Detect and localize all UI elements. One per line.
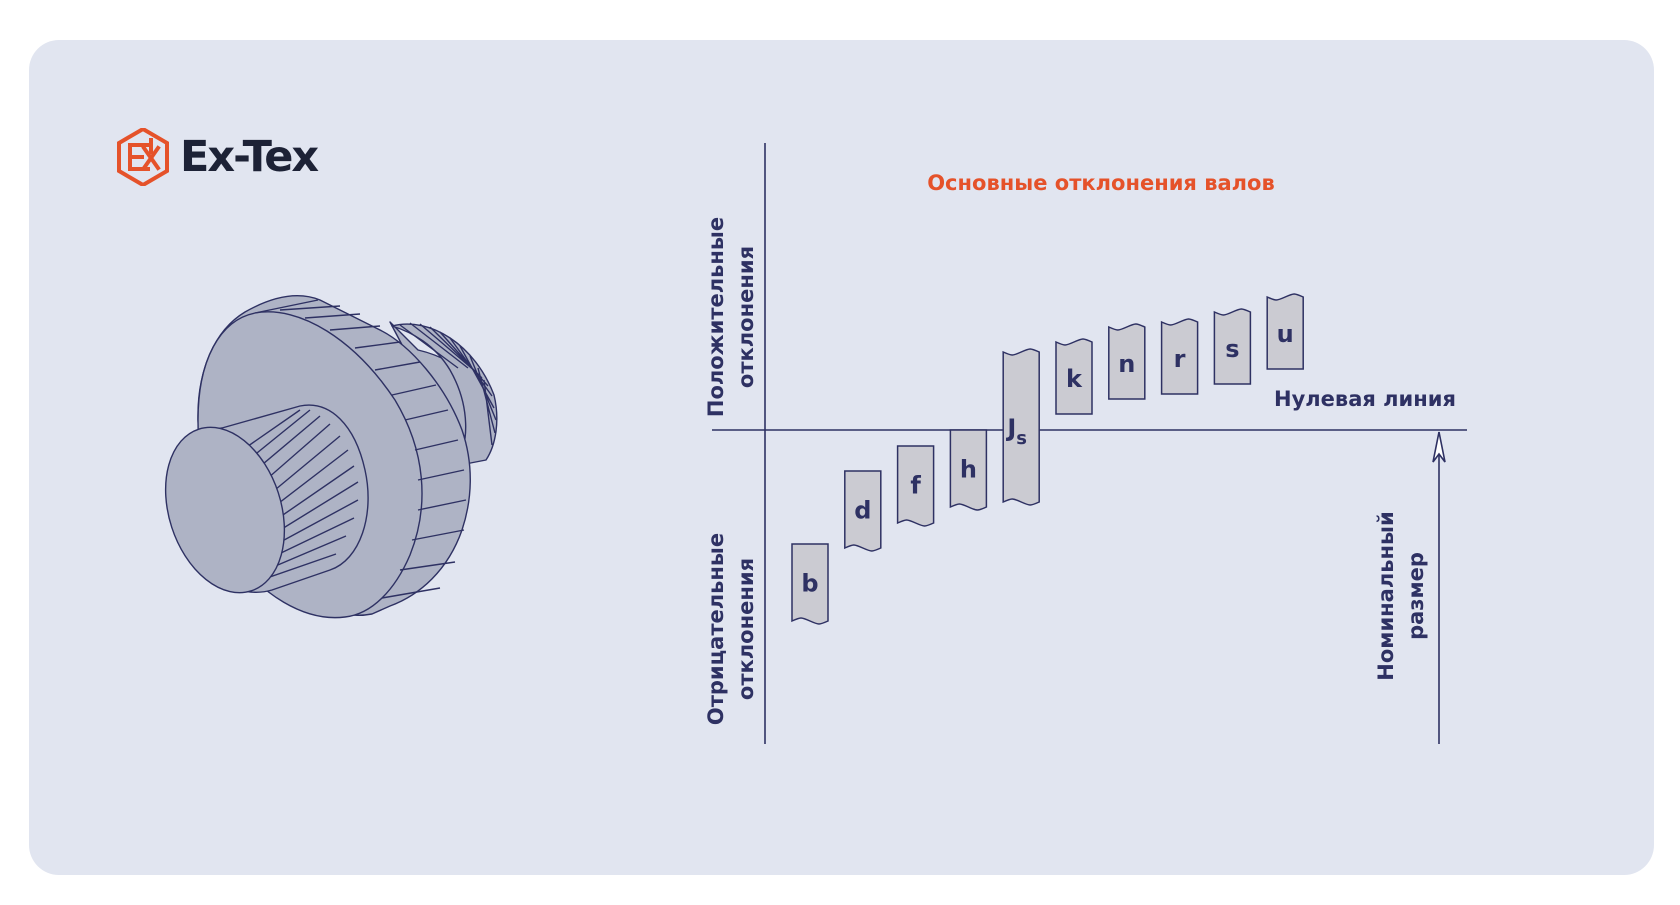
- tolerance-field-label-b: b: [801, 570, 818, 598]
- tolerance-field-r: [1160, 318, 1199, 395]
- tolerance-field-label-h: h: [960, 456, 977, 484]
- tolerance-field-k: [1055, 338, 1093, 415]
- svg-text:отклонения: отклонения: [734, 246, 758, 388]
- svg-text:Положительные: Положительные: [704, 217, 728, 417]
- nominal-size-arrowhead: [1432, 431, 1446, 463]
- tolerance-field-d: [844, 470, 882, 552]
- tolerance-field-label-f: f: [910, 472, 921, 500]
- tolerance-field-h: [949, 429, 988, 511]
- shaft-front-cylinder: [164, 404, 369, 594]
- brand-logo-icon: [117, 128, 169, 186]
- positive-deviations-label: Положительные отклонения: [704, 217, 758, 417]
- svg-text:Номинальный: Номинальный: [1374, 511, 1398, 680]
- tolerance-field-b: [791, 543, 829, 625]
- brand-name: Ex-Tex: [180, 132, 319, 182]
- negative-deviations-label: Отрицательные отклонения: [704, 533, 758, 725]
- tolerance-field-n: [1108, 323, 1146, 400]
- svg-text:размер: размер: [1404, 552, 1428, 640]
- zero-line-label: Нулевая линия: [1274, 387, 1456, 411]
- tolerance-field-label-s: s: [1225, 335, 1239, 363]
- tolerance-field-label-r: r: [1174, 345, 1186, 373]
- tolerance-field-label-u: u: [1277, 320, 1294, 348]
- diagram-title: Основные отклонения валов: [927, 171, 1275, 195]
- svg-text:отклонения: отклонения: [734, 558, 758, 700]
- svg-text:Отрицательные: Отрицательные: [704, 533, 728, 725]
- tolerance-field-subscript: s: [1016, 428, 1027, 449]
- shaft-back-hub: [389, 321, 498, 467]
- shaft-illustration: [164, 295, 498, 619]
- nominal-size-label: Номинальный размер: [1374, 511, 1428, 680]
- tolerance-field-u: [1266, 293, 1304, 370]
- tolerance-field-label-d: d: [854, 497, 871, 525]
- tolerance-field-s: [1213, 308, 1252, 385]
- tolerance-field-js: [1002, 348, 1040, 506]
- brand-logo: Ex-Tex: [114, 128, 319, 186]
- tolerance-field-f: [896, 445, 935, 527]
- tolerance-field-label-k: k: [1066, 365, 1083, 393]
- tolerance-field-label-n: n: [1118, 350, 1135, 378]
